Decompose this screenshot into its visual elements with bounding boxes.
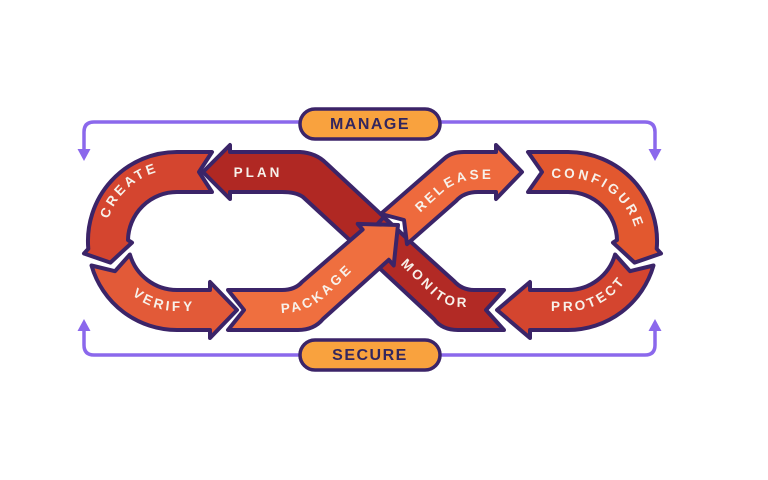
- plan-label: PLAN: [234, 165, 283, 180]
- plan-segment: [201, 143, 406, 267]
- verify-segment: [89, 252, 239, 340]
- secure-pill: SECURE: [298, 338, 442, 372]
- package-segment: [226, 221, 400, 332]
- protect-segment: [495, 252, 656, 340]
- secure-pill-label: SECURE: [332, 347, 408, 364]
- arrow-up-icon: [648, 319, 662, 331]
- top-bracket-line: [82, 120, 657, 152]
- manage-pill-label: MANAGE: [330, 116, 410, 133]
- release-segment: [378, 143, 524, 247]
- create-segment: [82, 150, 214, 265]
- arrow-down-icon: [648, 149, 662, 161]
- arrow-up-icon: [77, 319, 91, 331]
- arrow-down-icon: [77, 149, 91, 161]
- manage-pill: MANAGE: [298, 107, 442, 141]
- manage-pill-bg: [298, 107, 442, 141]
- bottom-bracket-line: [82, 328, 657, 357]
- configure-segment: [526, 150, 663, 265]
- secure-pill-bg: [298, 338, 442, 372]
